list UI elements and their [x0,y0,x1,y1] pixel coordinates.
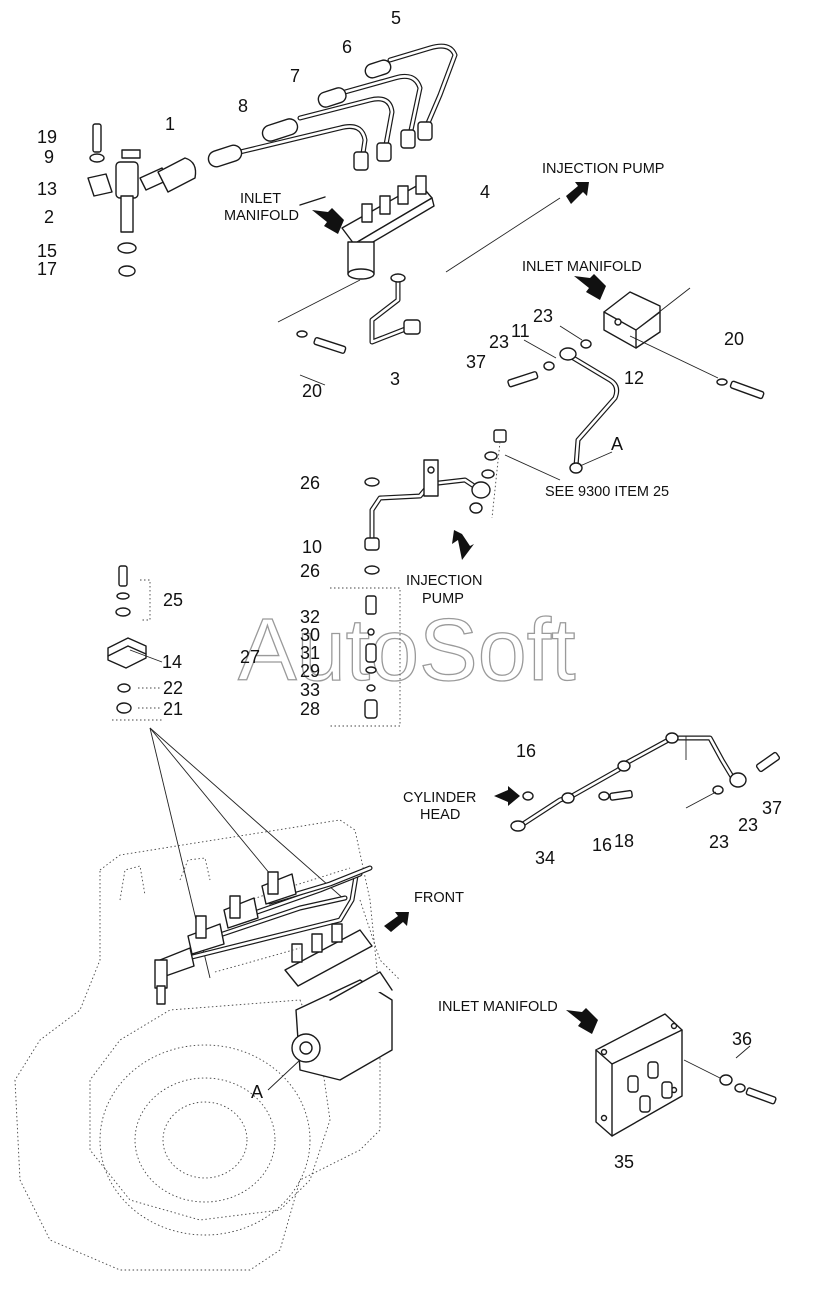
callout-15: 15 [37,241,57,261]
note-injection-pump-2-line2: PUMP [422,591,464,607]
callout-9: 9 [44,147,54,167]
view-a-bottom: A [251,1082,263,1102]
return-line-34 [510,732,781,832]
note-inlet-manifold-3: INLET MANIFOLD [438,999,558,1015]
note-cylinder-head-line1: CYLINDER [403,790,476,806]
callout-33: 33 [300,680,320,700]
callout-20b: 20 [724,329,744,349]
callout-2: 2 [44,207,54,227]
callout-36: 36 [732,1029,752,1049]
arrow-front [384,912,409,932]
callout-21: 21 [163,699,183,719]
callout-19: 19 [37,127,57,147]
callout-12: 12 [624,368,644,388]
callout-20a: 20 [302,381,322,401]
callout-7: 7 [290,66,300,86]
bolt-20a [313,337,347,354]
callout-26b: 26 [300,561,320,581]
callout-26a: 26 [300,473,320,493]
arrow-inlet-manifold-3 [566,1008,598,1034]
item-27-subassembly [330,587,401,727]
inlet-plate-35 [595,1013,777,1137]
callout-16a: 16 [516,741,536,761]
callout-17: 17 [37,259,57,279]
callout-23a: 23 [533,306,553,326]
callout-23c: 23 [709,832,729,852]
watermark: AutoSoft [238,600,576,699]
callout-37a: 37 [466,352,486,372]
arrow-injection-pump-2 [452,530,474,560]
arrow-inlet-manifold-1 [312,208,344,234]
arrow-cylinder-head [494,786,520,806]
note-injection-pump-2-line1: INJECTION [406,573,483,589]
callout-4: 4 [480,182,490,202]
callout-34: 34 [535,848,555,868]
note-cylinder-head-line2: HEAD [420,807,460,823]
high-pressure-pipes [207,43,458,171]
callout-25: 25 [163,590,183,610]
fuel-rail [299,175,435,280]
callout-29: 29 [300,661,320,681]
callout-11: 11 [511,321,530,341]
pipe-3 [369,273,421,345]
callout-37b: 37 [762,798,782,818]
callout-27: 27 [240,647,260,667]
callout-23b: 23 [489,332,509,352]
view-a-top: A [611,434,623,454]
note-inlet-manifold-1-line1: INLET [240,191,281,207]
callout-23d: 23 [738,815,758,835]
pipe-10-assembly [364,429,561,575]
callout-14: 14 [162,652,182,672]
arrow-inlet-manifold-2 [574,274,606,300]
callout-30: 30 [300,625,320,645]
callout-5: 5 [391,8,401,28]
callout-35: 35 [614,1152,634,1172]
arrow-injection-pump-1 [566,182,589,204]
note-front: FRONT [414,890,464,906]
callout-31: 31 [300,643,320,663]
note-injection-pump-1: INJECTION PUMP [542,161,664,177]
callout-13: 13 [37,179,57,199]
callout-22: 22 [163,678,183,698]
inlet-block-upper [603,287,765,400]
callout-8: 8 [238,96,248,116]
callout-28: 28 [300,699,320,719]
note-inlet-manifold-2: INLET MANIFOLD [522,259,642,275]
callout-3: 3 [390,369,400,389]
injection-system-installed [154,865,393,1091]
callout-16b: 16 [592,835,612,855]
injector-assembly [87,123,197,277]
callout-10: 10 [302,537,322,557]
note-inlet-manifold-1-line2: MANIFOLD [224,208,299,224]
note-see-9300: SEE 9300 ITEM 25 [545,484,669,500]
callout-6: 6 [342,37,352,57]
washer-20a [296,330,308,338]
callout-1: 1 [165,114,175,134]
callout-18: 18 [614,831,634,851]
engine-block [14,819,401,1271]
callout-32: 32 [300,607,320,627]
pipe-12 [507,325,620,474]
